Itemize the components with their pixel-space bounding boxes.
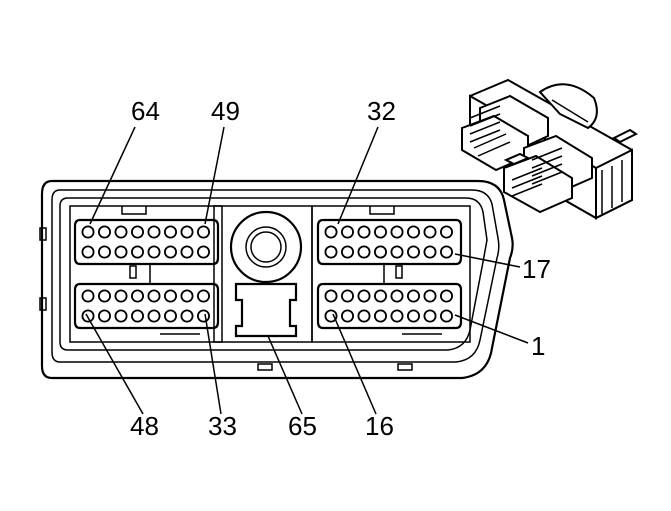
pin-number-labels: 64 49 32 17 1 48 33 65 16 — [130, 96, 551, 441]
pin-socket — [357, 245, 371, 259]
pin-socket — [357, 309, 371, 323]
pin-label-17: 17 — [522, 254, 551, 284]
pin-socket — [423, 245, 437, 259]
pin-socket — [130, 309, 144, 323]
pin-socket — [114, 289, 128, 303]
pin-socket — [340, 309, 354, 323]
pin-socket — [98, 225, 112, 239]
pin-socket — [180, 289, 194, 303]
pin-socket — [423, 309, 437, 323]
pin-socket — [147, 289, 161, 303]
pin-socket — [357, 289, 371, 303]
pin-socket — [98, 245, 112, 259]
pin-socket — [147, 309, 161, 323]
pin-socket — [423, 225, 437, 239]
pin-cavity-block-upper-right — [316, 218, 463, 266]
pin-socket — [180, 245, 194, 259]
pin-socket — [163, 225, 177, 239]
pin-label-1: 1 — [531, 331, 545, 361]
pin-cavity-block-lower-left — [73, 282, 220, 330]
pin-label-64: 64 — [131, 96, 160, 126]
pin-socket — [439, 309, 453, 323]
pin-socket — [163, 245, 177, 259]
pin-socket — [196, 245, 210, 259]
pin-socket — [439, 289, 453, 303]
pin-label-16: 16 — [365, 411, 394, 441]
pin-label-33: 33 — [208, 411, 237, 441]
connector-isometric-view — [461, 78, 638, 220]
pin-socket — [406, 289, 420, 303]
pin-socket — [324, 289, 338, 303]
pin-socket — [180, 225, 194, 239]
pin-socket — [340, 225, 354, 239]
pin-socket — [439, 245, 453, 259]
pin-socket — [98, 289, 112, 303]
pin-socket — [147, 225, 161, 239]
pin-socket — [147, 245, 161, 259]
pin-socket — [423, 289, 437, 303]
pin-cavity-block-upper-left — [73, 218, 220, 266]
pin-socket — [81, 225, 95, 239]
pin-socket — [340, 289, 354, 303]
connector-housing — [39, 179, 514, 380]
pin-socket — [114, 225, 128, 239]
pin-socket — [324, 225, 338, 239]
pin-socket — [130, 245, 144, 259]
pin-socket — [439, 225, 453, 239]
pin-socket — [357, 225, 371, 239]
pin-socket — [390, 225, 404, 239]
pin-socket — [324, 245, 338, 259]
pin-socket — [163, 309, 177, 323]
pin-socket — [196, 289, 210, 303]
pin-socket — [81, 245, 95, 259]
pin-socket — [163, 289, 177, 303]
latch-tabs — [129, 264, 403, 284]
pin-socket — [98, 309, 112, 323]
pin-socket — [340, 245, 354, 259]
pin-socket — [373, 309, 387, 323]
pin-socket — [114, 245, 128, 259]
pin-label-48: 48 — [130, 411, 159, 441]
center-key-pin-65 — [234, 282, 298, 338]
pin-socket — [130, 225, 144, 239]
pin-socket — [130, 289, 144, 303]
pin-socket — [180, 309, 194, 323]
pin-socket — [390, 245, 404, 259]
center-jackscrew — [213, 205, 313, 343]
leader-lines — [85, 126, 529, 415]
pin-socket — [373, 289, 387, 303]
pin-socket — [373, 225, 387, 239]
pin-socket — [324, 309, 338, 323]
pin-socket — [196, 309, 210, 323]
pin-cavity-block-lower-right — [316, 282, 463, 330]
pin-socket — [406, 309, 420, 323]
pin-socket — [406, 225, 420, 239]
pin-socket — [196, 225, 210, 239]
pin-socket — [406, 245, 420, 259]
pin-label-32: 32 — [367, 96, 396, 126]
pin-socket — [390, 309, 404, 323]
pin-socket — [390, 289, 404, 303]
pin-socket — [373, 245, 387, 259]
pin-socket — [81, 289, 95, 303]
pin-label-65: 65 — [288, 411, 317, 441]
pin-label-49: 49 — [211, 96, 240, 126]
pin-socket — [114, 309, 128, 323]
